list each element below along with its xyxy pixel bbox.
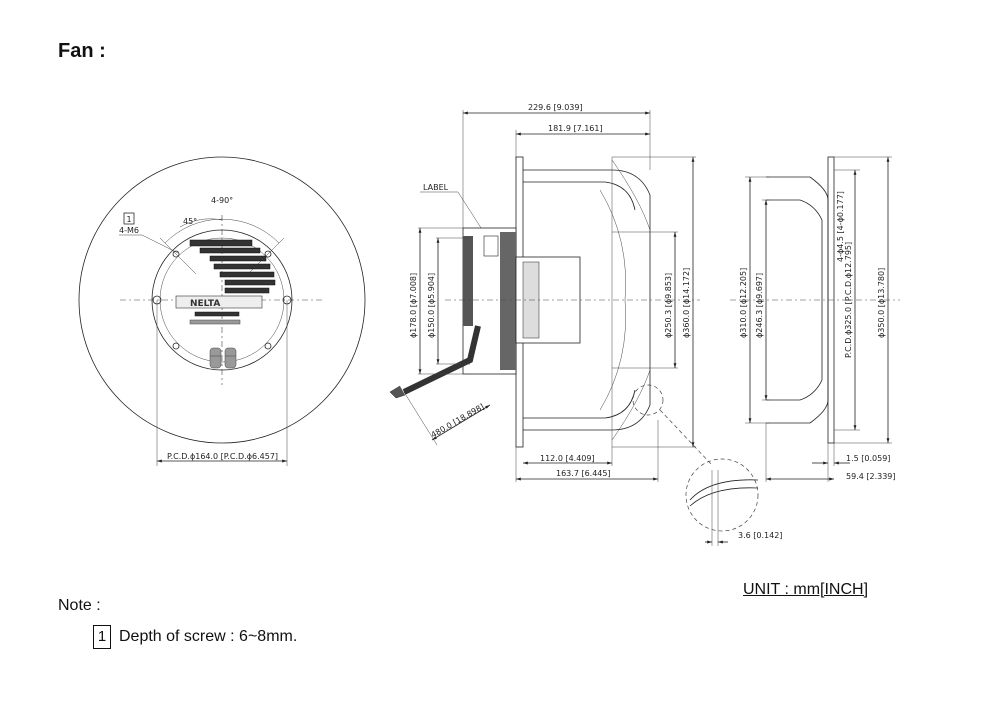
label-plate — [483, 235, 499, 257]
holes-dim: 4-ϕ4.5 [4-ϕ0.177] — [836, 191, 845, 262]
d150-dim: ϕ150.0 [ϕ5.904] — [427, 273, 436, 338]
overall-width-dim: 229.6 [9.039] — [528, 103, 583, 112]
note-text: Depth of screw : 6~8mm. — [119, 628, 298, 645]
d350-dim: ϕ350.0 [ϕ13.780] — [877, 268, 886, 338]
d250-dim: ϕ250.3 [ϕ9.853] — [664, 273, 673, 338]
w112-dim: 112.0 [4.409] — [540, 454, 595, 463]
note-index-box: 1 — [93, 625, 111, 649]
mount-screw-top-right — [264, 250, 272, 258]
unit-label: UNIT : mm[INCH] — [743, 581, 869, 598]
side-view: 229.6 [9.039] 181.9 [7.161] LABEL 480.0 … — [389, 103, 782, 546]
impeller-outline — [78, 156, 366, 444]
d178-dim: ϕ178.0 [ϕ7.008] — [409, 273, 418, 338]
label-callout: LABEL — [423, 183, 449, 192]
mount-screw-bottom-right — [264, 342, 272, 350]
angle-arc-90 — [164, 218, 280, 244]
logo-plate — [175, 295, 263, 309]
note-item: 1 Depth of screw : 6~8mm. — [93, 625, 297, 649]
d310-dim: ϕ310.0 [ϕ12.205] — [739, 268, 748, 338]
angle-90-label: 4-90° — [211, 196, 233, 205]
front-view: 4-90° 45° 1 4-M6 NELTA — [78, 156, 366, 466]
mount-screw-top-left — [172, 250, 180, 258]
detail-dim: 3.6 [0.142] — [738, 531, 782, 540]
d246-dim: ϕ246.3 [ϕ9.697] — [755, 273, 764, 338]
right-view: ϕ310.0 [ϕ12.205] ϕ246.3 [ϕ9.697] P.C.D.ϕ… — [730, 156, 900, 482]
w163-dim: 163.7 [6.445] — [556, 469, 611, 478]
cable-glands — [209, 347, 237, 369]
detail-view — [685, 458, 759, 532]
cable — [402, 325, 481, 395]
cable-length-dim: 480.0 [18.898] — [430, 402, 486, 440]
w15-dim: 1.5 [0.059] — [846, 454, 890, 463]
pcd-dimension: P.C.D.ϕ164.0 [P.C.D.ϕ6.457] — [167, 452, 278, 461]
screw-label: 4-M6 — [119, 226, 139, 235]
angle-45-label: 45° — [183, 217, 197, 226]
body-width-dim: 181.9 [7.161] — [548, 124, 603, 133]
motor-fins — [189, 239, 276, 294]
callout-index: 1 — [127, 215, 132, 224]
note-label: Note : — [58, 597, 101, 614]
page-title: Fan : — [58, 40, 106, 62]
logo-text: NELTA — [190, 299, 220, 309]
detail-marker — [632, 384, 664, 416]
pcd325-dim: P.C.D.ϕ325.0 [P.C.D.ϕ12.795] — [844, 242, 853, 358]
motor-fins-side — [463, 232, 516, 370]
callout-box — [123, 212, 135, 225]
w59-dim: 59.4 [2.339] — [846, 472, 896, 481]
mount-screw-bottom-left — [172, 342, 180, 350]
d360-dim: ϕ360.0 [ϕ14.172] — [682, 268, 691, 338]
